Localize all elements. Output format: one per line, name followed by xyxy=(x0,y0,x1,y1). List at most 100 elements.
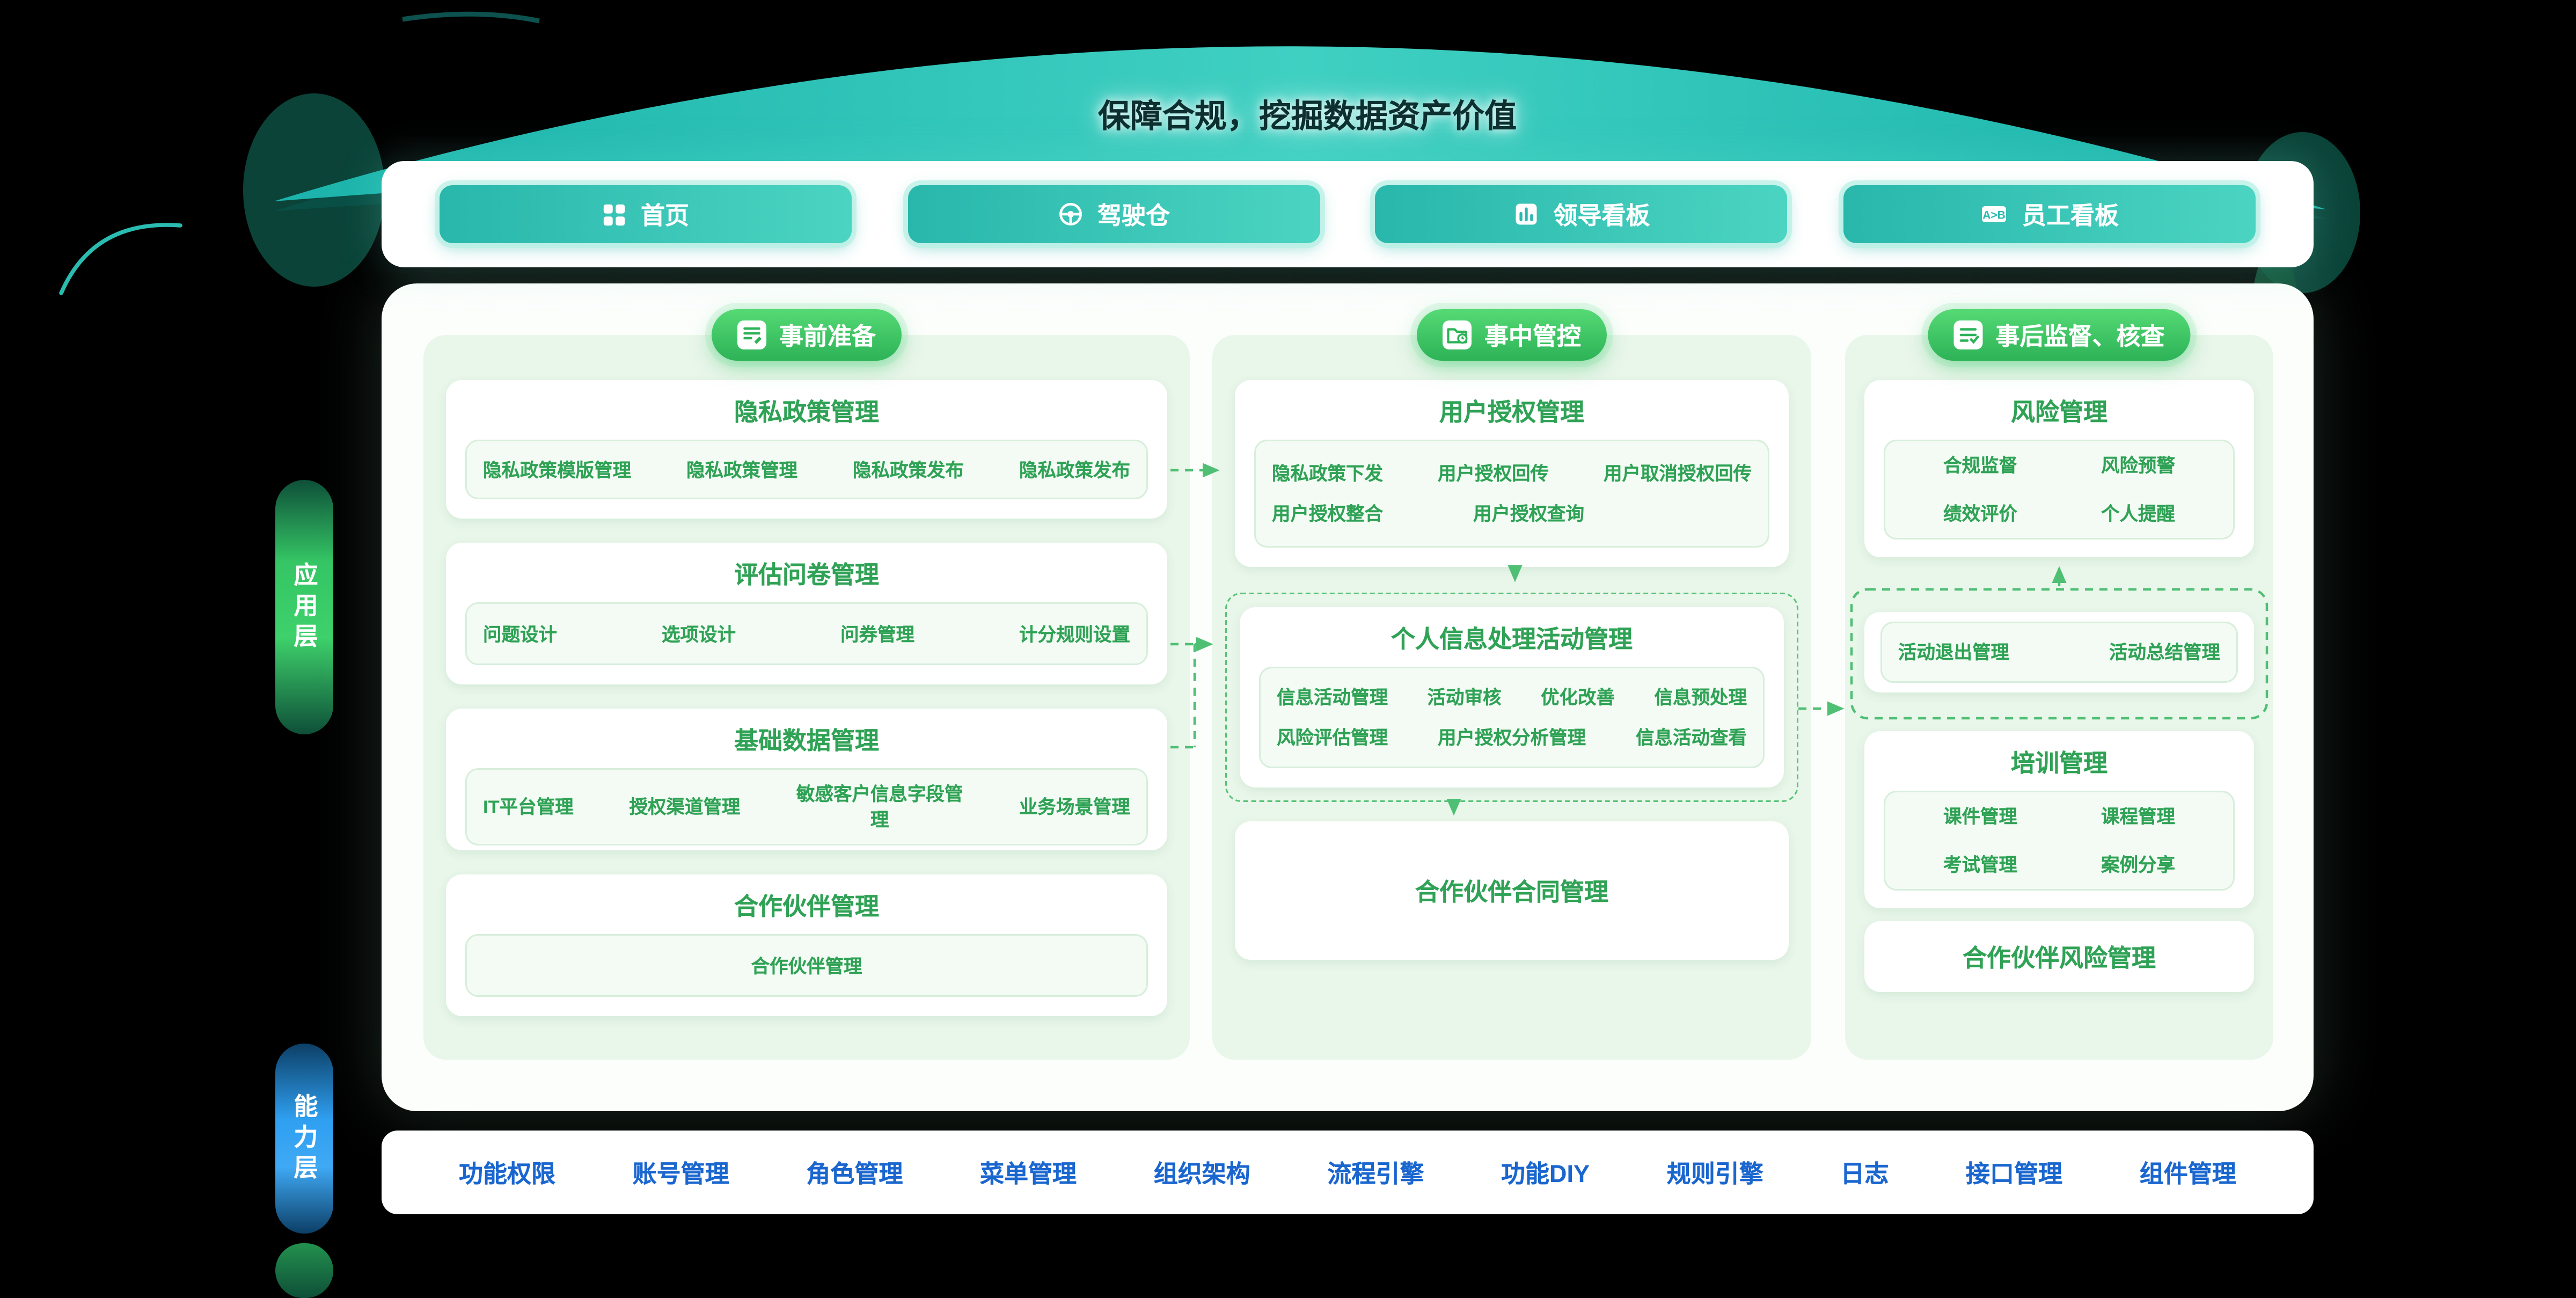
module-item: 风险评估管理 xyxy=(1277,730,1388,749)
module-item: 用户授权整合 xyxy=(1272,506,1383,525)
module-item-group: 信息活动管理 活动审核 优化改善 信息预处理 风险评估管理 用户授权分析管理 信… xyxy=(1259,667,1765,768)
module-item: 选项设计 xyxy=(662,625,736,645)
module-item-row: 隐私政策下发 用户授权回传 用户取消授权回传 xyxy=(1272,461,1752,486)
card-title: 合作伙伴风险管理 xyxy=(1962,944,2156,972)
column-header-pre-preparation: 事前准备 xyxy=(711,309,902,361)
nav-button-leader-dashboard[interactable]: 领导看板 xyxy=(1375,185,1788,243)
module-item: 问券管理 xyxy=(840,625,914,645)
card-title: 用户授权管理 xyxy=(1439,399,1584,427)
layer-stub xyxy=(275,1243,333,1298)
grid-icon xyxy=(603,203,625,225)
module-item: 课件管理 xyxy=(1943,808,2017,828)
module-item-group: 合规监督 风险预警 绩效评价 个人提醒 xyxy=(1884,440,2235,539)
module-item-group: IT平台管理 授权渠道管理 敏感客户信息字段管理 业务场景管理 xyxy=(465,768,1148,845)
layer-label-capability: 能力层 xyxy=(275,1044,333,1234)
module-item: 问题设计 xyxy=(483,625,557,645)
dashed-group-personal-info-activity: 个人信息处理活动管理 信息活动管理 活动审核 优化改善 信息预处理 风险评估管理… xyxy=(1225,593,1798,802)
checklist-icon xyxy=(1953,320,1983,349)
bar-chart-icon xyxy=(1515,203,1536,225)
capability-item-log[interactable]: 日志 xyxy=(1840,1160,1889,1188)
module-item: IT平台管理 xyxy=(483,799,574,818)
layer-label-application: 应用层 xyxy=(275,480,333,734)
module-item-group: 问题设计 选项设计 问券管理 计分规则设置 xyxy=(465,602,1148,665)
module-item: 隐私政策模版管理 xyxy=(483,461,631,481)
module-item-group: 课件管理 课程管理 考试管理 案例分享 xyxy=(1884,791,2235,891)
capability-item-function-diy[interactable]: 功能DIY xyxy=(1501,1160,1590,1188)
module-item: 业务场景管理 xyxy=(1019,799,1130,818)
card-title: 合作伙伴合同管理 xyxy=(1415,878,1608,906)
card-activity-exit-summary: 活动退出管理 活动总结管理 xyxy=(1864,612,2254,692)
module-item: 个人提醒 xyxy=(2101,506,2175,525)
module-item: 计分规则设置 xyxy=(1019,625,1130,645)
card-privacy-policy-management: 隐私政策管理 隐私政策模版管理 隐私政策管理 隐私政策发布 隐私政策发布 xyxy=(446,380,1167,519)
card-title: 个人信息处理活动管理 xyxy=(1391,626,1633,654)
module-item-group: 活动退出管理 活动总结管理 xyxy=(1880,622,2238,683)
module-item: 用户授权回传 xyxy=(1438,465,1549,485)
card-title: 基础数据管理 xyxy=(734,728,879,755)
module-item: 案例分享 xyxy=(2101,857,2175,876)
module-item: 信息活动查看 xyxy=(1636,730,1747,749)
banner-slogan: 保障合规，挖掘数据资产价值 xyxy=(1098,100,1517,135)
svg-text:A>B: A>B xyxy=(1982,209,2006,221)
card-title: 合作伙伴管理 xyxy=(734,894,879,921)
ab-compare-icon: A>B xyxy=(1981,206,2006,222)
steering-wheel-icon xyxy=(1058,203,1081,225)
top-nav-bar: 首页 驾驶仓 领导看板 A>B 员工看板 xyxy=(382,161,2314,267)
nav-button-label: 首页 xyxy=(640,202,689,230)
card-training-management: 培训管理 课件管理 课程管理 考试管理 案例分享 xyxy=(1864,731,2254,908)
folder-clock-icon xyxy=(1442,320,1472,349)
module-item: 授权渠道管理 xyxy=(629,799,741,818)
capability-item-rule-engine[interactable]: 规则引擎 xyxy=(1666,1160,1763,1188)
capability-layer-bar: 功能权限 账号管理 角色管理 菜单管理 组织架构 流程引擎 功能DIY 规则引擎… xyxy=(382,1131,2314,1214)
module-item: 敏感客户信息字段管理 xyxy=(796,786,963,831)
capability-item-function-permission[interactable]: 功能权限 xyxy=(459,1160,556,1188)
card-title: 培训管理 xyxy=(2010,750,2107,778)
module-item: 隐私政策发布 xyxy=(1019,461,1130,481)
nav-button-label: 驾驶仓 xyxy=(1097,202,1170,230)
capability-item-menu-management[interactable]: 菜单管理 xyxy=(980,1160,1077,1188)
card-basic-data-management: 基础数据管理 IT平台管理 授权渠道管理 敏感客户信息字段管理 业务场景管理 xyxy=(446,709,1167,850)
card-risk-management: 风险管理 合规监督 风险预警 绩效评价 个人提醒 xyxy=(1864,380,2254,557)
application-layer-panel: 事前准备 事中管控 事后监督、核查 隐私政策管理 隐私政策模版管理 隐私政策管理… xyxy=(382,283,2314,1111)
card-partner-contract-management: 合作伙伴合同管理 xyxy=(1235,821,1789,960)
module-item: 隐私政策下发 xyxy=(1272,465,1383,485)
module-item: 活动总结管理 xyxy=(2109,644,2220,663)
capability-item-role-management[interactable]: 角色管理 xyxy=(806,1160,903,1188)
module-item-group: 隐私政策模版管理 隐私政策管理 隐私政策发布 隐私政策发布 xyxy=(465,440,1148,499)
module-item-row: 信息活动管理 活动审核 优化改善 信息预处理 xyxy=(1277,684,1747,710)
capability-item-account-management[interactable]: 账号管理 xyxy=(632,1160,729,1188)
module-item: 课程管理 xyxy=(2101,808,2175,828)
module-item: 风险预警 xyxy=(2101,457,2175,477)
module-item: 优化改善 xyxy=(1541,689,1615,709)
capability-item-interface-management[interactable]: 接口管理 xyxy=(1966,1160,2063,1188)
nav-button-label: 员工看板 xyxy=(2022,202,2119,230)
capability-item-org-structure[interactable]: 组织架构 xyxy=(1153,1160,1250,1188)
nav-button-employee-dashboard[interactable]: A>B 员工看板 xyxy=(1843,185,2256,243)
card-partner-risk-management: 合作伙伴风险管理 xyxy=(1864,921,2254,992)
module-item-row: 风险评估管理 用户授权分析管理 信息活动查看 xyxy=(1277,725,1747,750)
module-item: 考试管理 xyxy=(1943,857,2017,876)
module-item: 活动退出管理 xyxy=(1898,644,2009,663)
nav-button-home[interactable]: 首页 xyxy=(440,185,852,243)
capability-item-process-engine[interactable]: 流程引擎 xyxy=(1327,1160,1424,1188)
left-arc-accent xyxy=(59,223,182,295)
clipboard-pencil-icon xyxy=(737,320,766,349)
card-title: 风险管理 xyxy=(2010,399,2107,427)
card-partner-management: 合作伙伴管理 合作伙伴管理 xyxy=(446,874,1167,1016)
column-pre-preparation: 隐私政策管理 隐私政策模版管理 隐私政策管理 隐私政策发布 隐私政策发布 评估问… xyxy=(423,335,1190,1060)
column-header-label: 事后监督、核查 xyxy=(1995,323,2165,351)
module-item: 隐私政策管理 xyxy=(686,461,797,481)
nav-button-label: 领导看板 xyxy=(1553,202,1650,230)
card-title: 隐私政策管理 xyxy=(734,399,879,427)
module-item: 信息活动管理 xyxy=(1277,689,1388,709)
module-item: 合作伙伴管理 xyxy=(751,957,862,977)
card-assessment-questionnaire: 评估问卷管理 问题设计 选项设计 问券管理 计分规则设置 xyxy=(446,543,1167,684)
module-item: 用户取消授权回传 xyxy=(1604,465,1752,485)
module-item: 合规监督 xyxy=(1943,457,2017,477)
module-item: 用户授权分析管理 xyxy=(1438,730,1586,749)
column-post-supervision: 风险管理 合规监督 风险预警 绩效评价 个人提醒 活动退出管理 活动总结管理 培… xyxy=(1845,335,2273,1060)
module-item: 绩效评价 xyxy=(1943,506,2017,525)
nav-button-cockpit[interactable]: 驾驶仓 xyxy=(907,185,1320,243)
capability-item-component-management[interactable]: 组件管理 xyxy=(2139,1160,2236,1188)
column-header-in-process-control: 事中管控 xyxy=(1416,309,1607,361)
